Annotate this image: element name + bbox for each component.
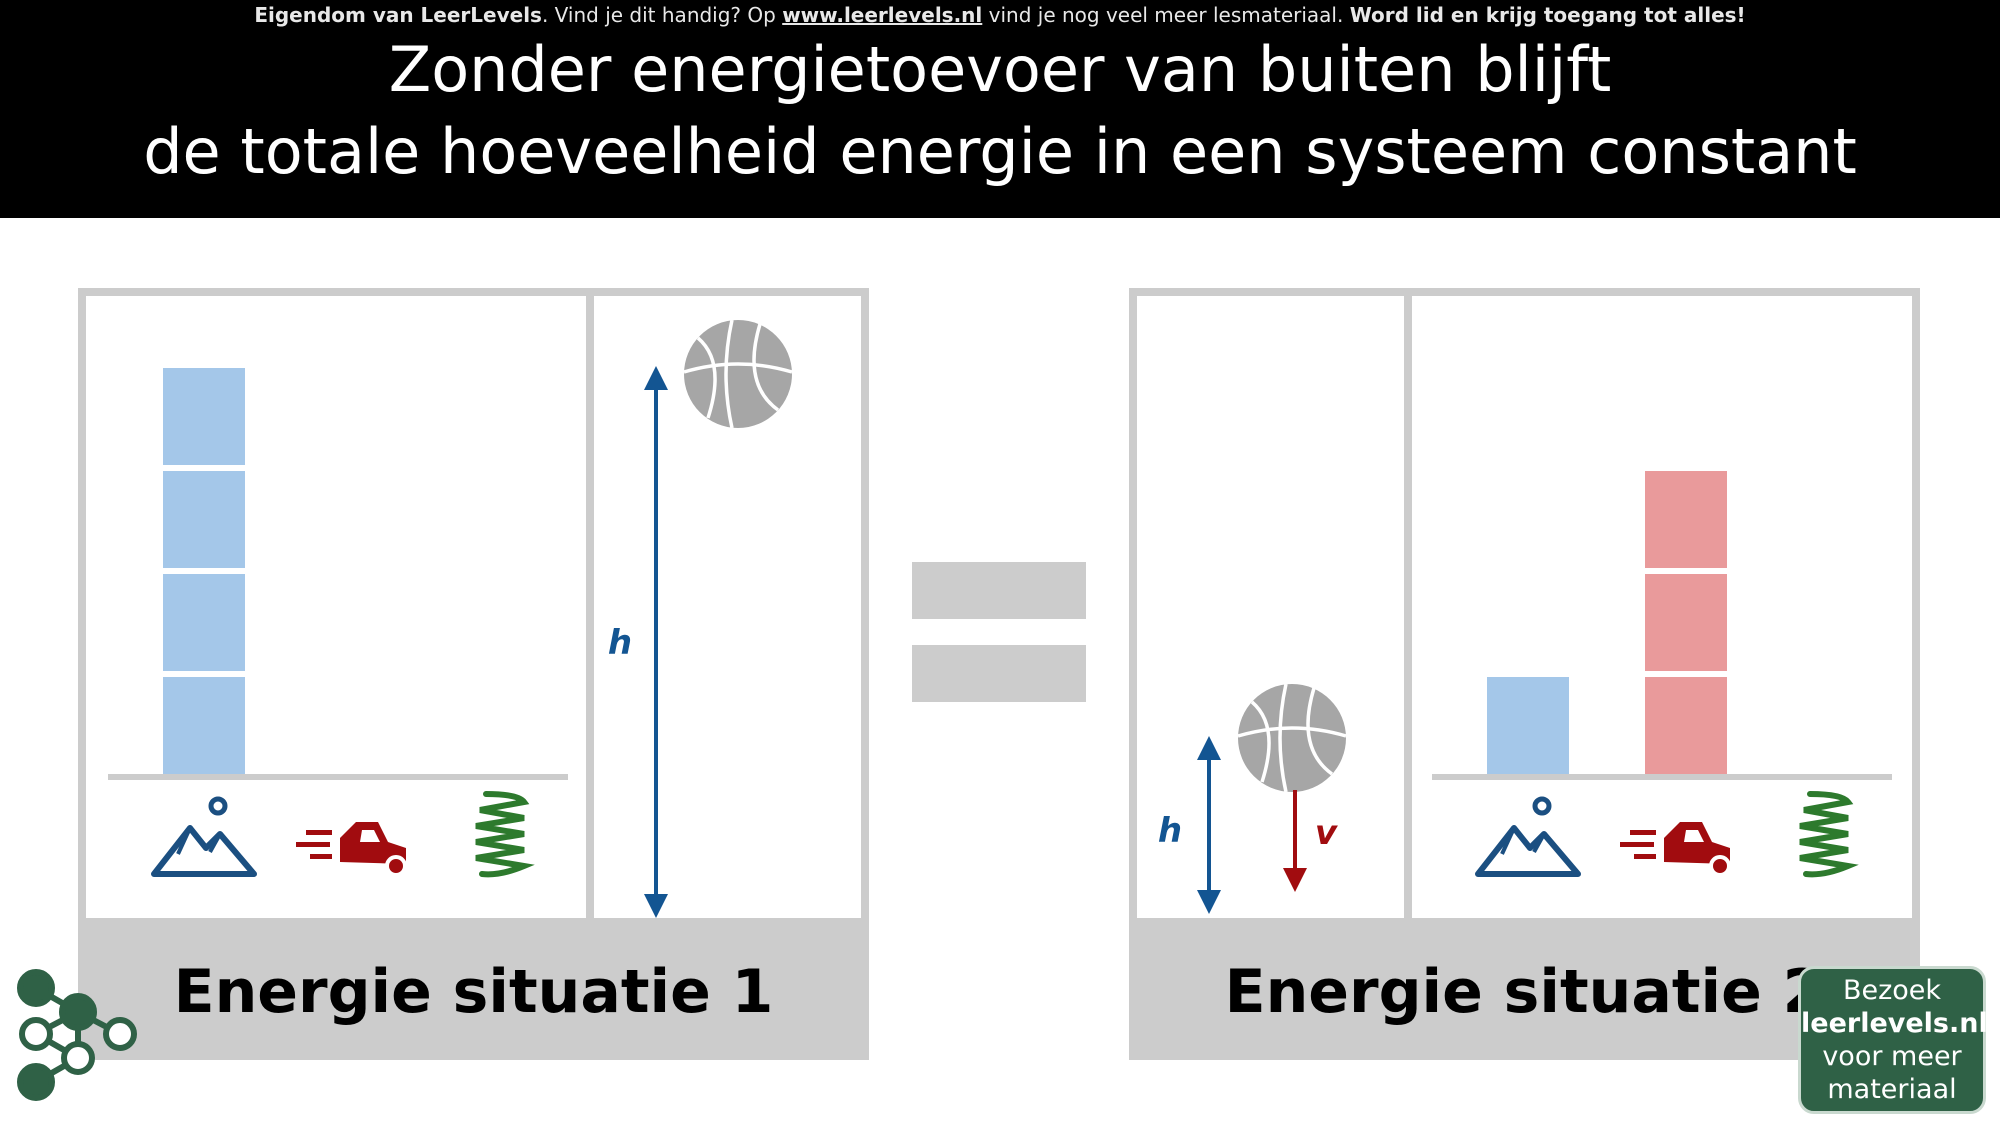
kinetic-energy-block xyxy=(1645,677,1727,774)
kinetic-energy-block xyxy=(1645,574,1727,671)
basketball-icon xyxy=(682,318,794,430)
spring-icon xyxy=(1800,794,1848,874)
copyright-notice: Eigendom van LeerLevels. Vind je dit han… xyxy=(0,2,2000,28)
page-title-line-2: de totale hoeveelheid energie in een sys… xyxy=(143,115,1857,188)
header-bar: Eigendom van LeerLevels. Vind je dit han… xyxy=(0,0,2000,218)
notice-text-2: vind je nog veel meer lesmateriaal. xyxy=(982,3,1350,27)
situation-2-height-label: h xyxy=(1158,811,1182,851)
website-link[interactable]: www.leerlevels.nl xyxy=(782,3,983,27)
notice-text-1: . Vind je dit handig? Op xyxy=(541,3,783,27)
potential-energy-block xyxy=(163,471,245,568)
moving-car-icon xyxy=(294,820,408,877)
mountain-icon xyxy=(1478,799,1578,874)
potential-energy-block xyxy=(1487,677,1569,774)
mountain-icon xyxy=(154,799,254,874)
potential-energy-block xyxy=(163,677,245,774)
owner-text: Eigendom van LeerLevels xyxy=(254,3,542,27)
page-title-line-1: Zonder energietoevoer van buiten blijft xyxy=(388,33,1612,106)
spring-icon xyxy=(476,794,524,874)
visit-leerlevels-badge[interactable]: Bezoek leerlevels.nl voor meer materiaal xyxy=(1798,966,1988,1114)
membership-cta: Word lid en krijg toegang tot alles! xyxy=(1349,3,1746,27)
situation-2-caption: Energie situatie 2 xyxy=(1224,957,1825,1027)
energy-chart-baseline xyxy=(1432,774,1892,780)
leerlevels-logo-icon xyxy=(17,969,137,1101)
situation-1-caption: Energie situatie 1 xyxy=(173,957,774,1027)
potential-energy-block xyxy=(163,368,245,465)
badge-line-4: materiaal xyxy=(1827,1074,1957,1105)
situation-2-energy-chart xyxy=(1432,471,1892,875)
situation-2-ball-cell xyxy=(1137,296,1404,918)
situation-1-height-label: h xyxy=(608,623,632,663)
situation-1-energy-chart xyxy=(108,368,568,875)
moving-car-icon xyxy=(1618,820,1732,877)
badge-line-3: voor meer xyxy=(1822,1041,1962,1072)
situation-2-velocity-label: v xyxy=(1315,813,1339,853)
potential-energy-block xyxy=(163,574,245,671)
kinetic-energy-block xyxy=(1645,471,1727,568)
energy-chart-baseline xyxy=(108,774,568,780)
badge-line-1: Bezoek xyxy=(1842,975,1942,1006)
equals-sign-top-bar xyxy=(912,562,1086,619)
equals-sign-bottom-bar xyxy=(912,645,1086,702)
basketball-icon xyxy=(1236,682,1348,794)
badge-line-2: leerlevels.nl xyxy=(1801,1008,1988,1039)
